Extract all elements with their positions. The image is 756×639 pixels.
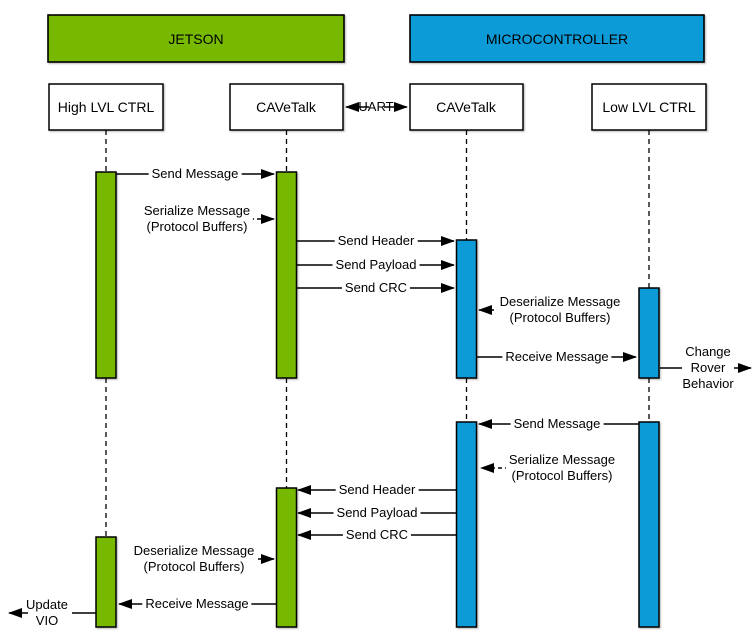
actor-low-lvl-ctrl-label: Low LVL CTRL bbox=[602, 99, 696, 115]
high-lvl-ctrl-box bbox=[48, 83, 164, 131]
label-p1-send-header: Send Header bbox=[334, 233, 418, 249]
activation-high-lvl-2 bbox=[95, 536, 117, 628]
microcontroller-header-box bbox=[409, 14, 705, 63]
actor-cavetalk-mcu-label: CAVeTalk bbox=[436, 99, 496, 115]
jetson-header-label: JETSON bbox=[168, 31, 224, 47]
label-p2-send-payload: Send Payload bbox=[333, 505, 421, 521]
low-lvl-ctrl-box bbox=[591, 83, 707, 131]
label-p1-send-message: Send Message bbox=[148, 166, 242, 182]
label-p1-send-crc: Send CRC bbox=[341, 280, 411, 296]
actor-high-lvl-ctrl-label: High LVL CTRL bbox=[57, 99, 155, 115]
activation-low-lvl-2 bbox=[638, 421, 660, 628]
label-change-rover-behavior: Change Rover Behavior bbox=[682, 344, 734, 391]
label-p2-send-crc: Send CRC bbox=[342, 527, 412, 543]
activation-low-lvl-1 bbox=[638, 287, 660, 379]
uart-label: UART bbox=[358, 99, 394, 114]
cavetalk-jetson-box bbox=[229, 83, 344, 131]
actor-cavetalk-jetson-label: CAVeTalk bbox=[256, 99, 316, 115]
activation-bars bbox=[95, 171, 660, 628]
lifelines bbox=[105, 130, 650, 537]
microcontroller-header-label: MICROCONTROLLER bbox=[485, 31, 629, 47]
label-p1-send-payload: Send Payload bbox=[332, 257, 420, 273]
activation-cavetalk-jetson-1 bbox=[275, 171, 298, 379]
label-p2-send-header: Send Header bbox=[335, 482, 419, 498]
jetson-header-box bbox=[47, 14, 345, 63]
label-p2-receive-message: Receive Message bbox=[142, 596, 252, 612]
label-p2-serialize: Serialize Message (Protocol Buffers) bbox=[505, 452, 619, 484]
label-p1-deserialize: Deserialize Message (Protocol Buffers) bbox=[496, 294, 624, 326]
cavetalk-mcu-box bbox=[409, 83, 524, 131]
label-update-vio: Update VIO bbox=[26, 597, 68, 628]
activation-cavetalk-jetson-2 bbox=[275, 487, 298, 628]
activation-cavetalk-mcu-1 bbox=[455, 239, 478, 379]
activation-high-lvl-1 bbox=[95, 171, 117, 379]
label-p1-receive-message: Receive Message bbox=[502, 349, 612, 365]
label-p1-serialize: Serialize Message (Protocol Buffers) bbox=[140, 203, 254, 235]
label-p2-send-message: Send Message bbox=[510, 416, 604, 432]
activation-cavetalk-mcu-2 bbox=[455, 421, 478, 628]
label-p2-deserialize: Deserialize Message (Protocol Buffers) bbox=[130, 543, 258, 575]
